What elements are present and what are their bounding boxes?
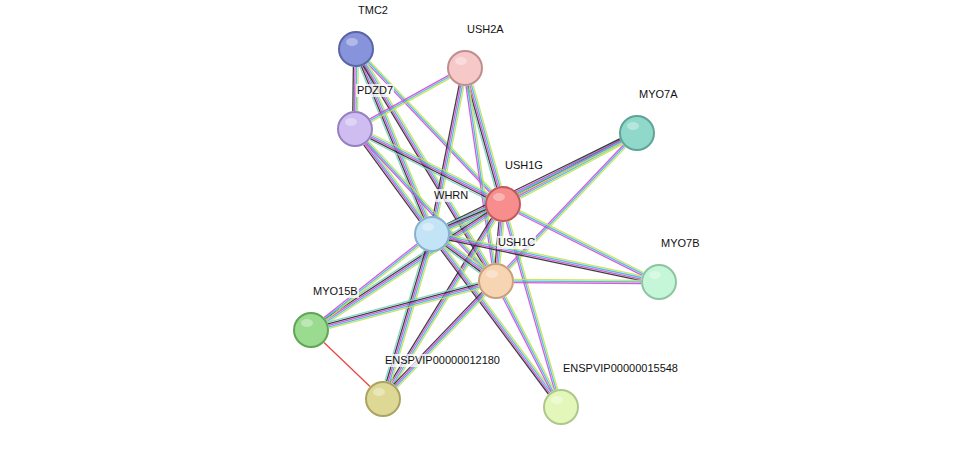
circle-highlight <box>551 396 563 404</box>
protein-node: ENSPVIP00000015548 <box>543 389 579 425</box>
evidence-strand <box>514 279 641 281</box>
evidence-strand <box>324 244 417 318</box>
interaction-edge <box>366 141 485 269</box>
evidence-strand <box>367 142 484 268</box>
protein-node: PDZD7 <box>337 111 373 147</box>
circle-highlight <box>373 388 385 396</box>
interaction-edge <box>467 84 501 187</box>
protein-node: WHRN <box>414 216 450 252</box>
protein-label: PDZD7 <box>356 84 394 97</box>
protein-node: ENSPVIP00000012180 <box>365 381 401 417</box>
protein-label: ENSPVIP00000012180 <box>384 354 501 367</box>
interaction-edge <box>394 292 486 387</box>
evidence-strand <box>366 143 483 269</box>
evidence-strand <box>504 297 552 391</box>
protein-node: USH1C <box>478 263 514 299</box>
evidence-strand <box>352 67 354 111</box>
protein-label: MYO7B <box>660 237 701 250</box>
evidence-strand <box>466 86 492 263</box>
evidence-strand <box>514 280 641 282</box>
evidence-strand <box>450 235 642 276</box>
evidence-strand <box>449 142 622 227</box>
evidence-strand <box>365 144 421 220</box>
protein-circle <box>338 31 374 67</box>
circle-highlight <box>345 118 357 126</box>
protein-circle <box>641 264 677 300</box>
protein-label: MYO7A <box>638 88 679 101</box>
circle-highlight <box>422 223 434 231</box>
protein-node: MYO15B <box>293 312 329 348</box>
protein-label: TMC2 <box>357 4 389 17</box>
evidence-strand <box>450 237 642 278</box>
interaction-edge <box>514 280 641 284</box>
evidence-strand <box>366 143 422 219</box>
interaction-edge <box>324 342 370 386</box>
interaction-edge <box>447 139 622 228</box>
protein-circle <box>485 186 521 222</box>
protein-circle <box>365 381 401 417</box>
evidence-strand <box>471 85 499 186</box>
protein-circle <box>478 263 514 299</box>
protein-node: USH1G <box>485 186 521 222</box>
evidence-strand <box>468 86 496 187</box>
evidence-strand <box>397 296 485 388</box>
evidence-strand <box>448 140 621 225</box>
protein-circle <box>543 389 579 425</box>
protein-circle <box>414 216 450 252</box>
circle-highlight <box>649 271 661 279</box>
circle-highlight <box>486 270 498 278</box>
evidence-strand <box>470 85 498 186</box>
protein-node: MYO7A <box>619 115 655 151</box>
evidence-strand <box>514 282 641 284</box>
interaction-edge <box>370 75 450 121</box>
interaction-edge <box>503 296 554 391</box>
protein-label: ENSPVIP00000015548 <box>562 362 679 375</box>
evidence-strand <box>449 239 641 280</box>
circle-highlight <box>455 57 467 65</box>
protein-circle <box>619 115 655 151</box>
evidence-strand <box>396 295 484 387</box>
protein-node: TMC2 <box>338 31 374 67</box>
circle-highlight <box>301 319 313 327</box>
protein-node: MYO7B <box>641 264 677 300</box>
evidence-strand <box>370 75 449 119</box>
circle-highlight <box>493 193 505 201</box>
interaction-edge <box>449 235 642 280</box>
evidence-strand <box>325 245 418 319</box>
circle-highlight <box>346 38 358 46</box>
evidence-strand <box>324 342 370 386</box>
evidence-strand <box>449 143 622 228</box>
protein-circle <box>447 50 483 86</box>
evidence-strand <box>441 250 548 394</box>
protein-circle <box>293 312 329 348</box>
protein-label: WHRN <box>433 189 469 202</box>
protein-circle <box>337 111 373 147</box>
protein-label: USH1C <box>497 236 536 249</box>
evidence-strand <box>394 292 482 384</box>
evidence-strand <box>364 145 420 221</box>
circle-highlight <box>627 122 639 130</box>
protein-node: USH2A <box>447 50 483 86</box>
evidence-strand <box>473 84 501 185</box>
evidence-strand <box>503 298 551 392</box>
evidence-strand <box>506 296 554 390</box>
evidence-strand <box>395 293 483 385</box>
protein-label: MYO15B <box>312 285 359 298</box>
evidence-strand <box>368 141 485 267</box>
protein-label: USH1G <box>504 159 544 172</box>
protein-label: USH2A <box>466 23 505 36</box>
interaction-edge <box>364 142 424 221</box>
